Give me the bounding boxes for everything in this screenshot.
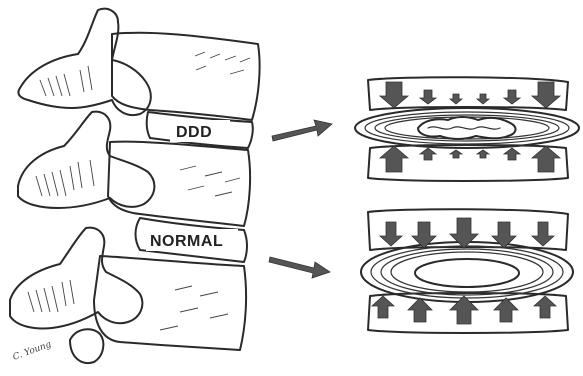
middle-vertebral-body [108, 142, 250, 226]
upper-posterior-elements [18, 9, 150, 115]
upper-vertebral-body [112, 33, 260, 120]
normal-load-arrows-bottom [372, 296, 556, 324]
lower-vertebral-body [94, 256, 246, 350]
normal-pointer-arrow [269, 257, 330, 278]
pointer-arrows [269, 120, 332, 278]
ddd-load-arrows-top [380, 82, 560, 108]
ddd-load-arrows-bottom [380, 146, 560, 172]
healthy-nucleus [415, 259, 519, 287]
sacral-process [70, 329, 103, 363]
ddd-label: DDD [176, 124, 212, 141]
ddd-disc-cross-section [355, 77, 579, 181]
normal-load-arrows-top [380, 218, 554, 248]
ddd-pointer-arrow [272, 120, 332, 141]
artist-signature: C. Young [12, 340, 53, 363]
middle-posterior-elements [18, 112, 154, 208]
lower-posterior-elements [10, 228, 142, 329]
normal-label: NORMAL [150, 233, 223, 250]
normal-disc-cross-section [361, 209, 573, 333]
spine-illustration: DDD NORMAL C. Young [10, 9, 260, 363]
